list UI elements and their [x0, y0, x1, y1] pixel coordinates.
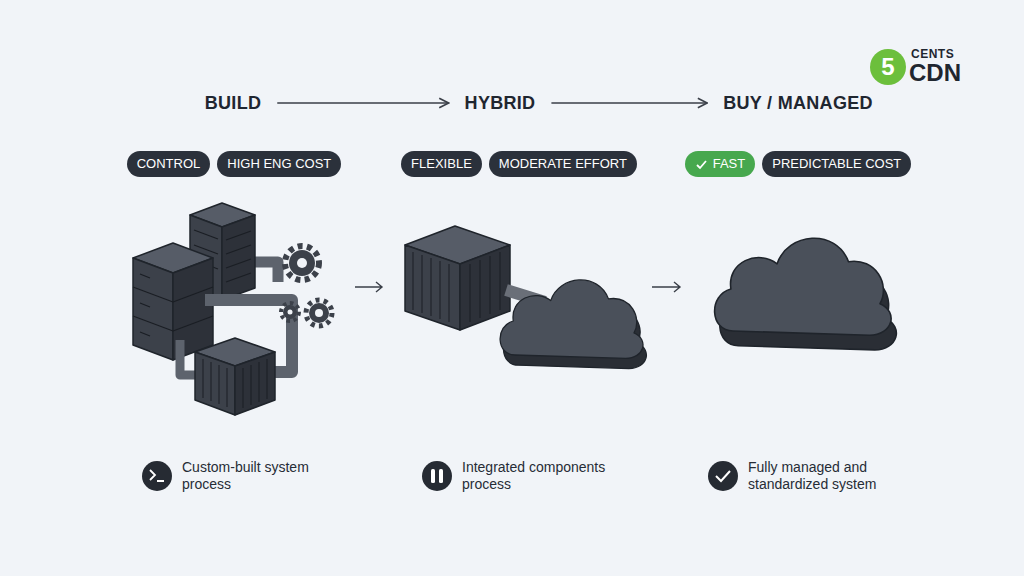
- stage-heading: BUILD: [201, 91, 266, 116]
- logo-text: CENTS: [911, 47, 954, 61]
- hybrid-illustration: [405, 226, 646, 369]
- build-illustration: [133, 203, 332, 415]
- pill-text: HIGH ENG COST: [227, 151, 331, 177]
- tag-pill: FLEXIBLE: [401, 151, 482, 177]
- tag-pill: HIGH ENG COST: [217, 151, 341, 177]
- heading-text: HYBRID: [465, 93, 536, 113]
- tag-pill: CONTROL: [127, 151, 211, 177]
- caption-text: Integrated components process: [462, 459, 620, 493]
- logo-circle: [870, 49, 906, 85]
- pill-text: PREDICTABLE COST: [772, 151, 901, 177]
- pill-text: FAST: [713, 151, 746, 177]
- stage-heading: HYBRID: [461, 91, 540, 116]
- flow-connector: [551, 102, 707, 103]
- logo-text: CDN: [909, 61, 961, 85]
- pill-text: CONTROL: [137, 151, 201, 177]
- pill-text: MODERATE EFFORT: [499, 151, 627, 177]
- pill-text: FLEXIBLE: [411, 151, 472, 177]
- check-icon: [695, 158, 708, 171]
- tag-pill: PREDICTABLE COST: [762, 151, 911, 177]
- caption-text: Fully managed and standardized system: [748, 459, 906, 493]
- logo-number: 5: [870, 49, 906, 85]
- stage-heading: BUY / MANAGED: [719, 91, 877, 116]
- caption-text: Custom-built system process: [182, 459, 340, 493]
- flow-connector: [277, 102, 448, 103]
- heading-text: BUILD: [205, 93, 262, 113]
- cloud-illustration: [715, 238, 897, 350]
- tag-pill: MODERATE EFFORT: [489, 151, 637, 177]
- tag-pill: FAST: [685, 151, 756, 177]
- heading-text: BUY / MANAGED: [723, 93, 873, 113]
